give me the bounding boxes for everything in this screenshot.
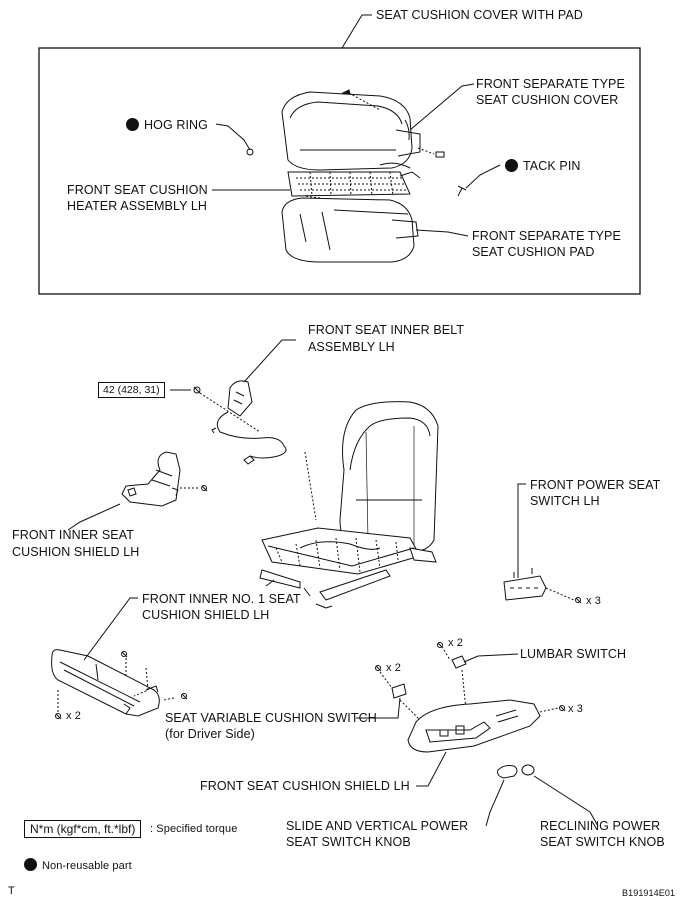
label-lumbar-switch: LUMBAR SWITCH — [520, 647, 627, 661]
seat-cushion-cover-shape — [281, 91, 421, 171]
heater-assembly-shape — [287, 162, 421, 197]
label-inner-no1-line1: FRONT INNER NO. 1 SEAT — [142, 592, 301, 606]
reclining-knob-shape — [521, 764, 535, 776]
label-slide-knob-line2: SEAT SWITCH KNOB — [286, 835, 411, 849]
label-variable-switch-line1: SEAT VARIABLE CUSHION SWITCH — [165, 711, 377, 725]
tack-pin-text: TACK PIN — [523, 159, 581, 173]
label-power-switch-line1: FRONT POWER SEAT — [530, 478, 661, 492]
corner-letter: T — [8, 885, 15, 897]
label-hog-ring: HOG RING — [126, 118, 208, 133]
label-power-switch-line2: SWITCH LH — [530, 494, 600, 508]
cushion-cover-frame — [38, 47, 641, 295]
label-reclining-knob-line2: SEAT SWITCH KNOB — [540, 835, 665, 849]
qty-variable: x 2 — [386, 662, 401, 674]
leader-lumbar — [463, 653, 519, 663]
qty-inner-no1: x 2 — [66, 710, 81, 722]
legend-torque-box: N*m (kgf*cm, ft.*lbf) — [24, 820, 142, 838]
label-cushion-shield: FRONT SEAT CUSHION SHIELD LH — [200, 779, 410, 793]
label-separate-cover-line2: SEAT CUSHION COVER — [476, 93, 619, 107]
shield-screw — [201, 485, 208, 492]
seat-cushion-pad-shape — [281, 197, 419, 263]
lumbar-screw — [437, 642, 444, 649]
leader-inner-no1 — [83, 597, 138, 661]
power-switch-screw — [575, 597, 582, 604]
leader-variable — [356, 697, 401, 719]
qty-power-switch: x 3 — [586, 595, 601, 607]
leader-inner-belt — [243, 339, 296, 383]
legend-nonreusable: Non-reusable part — [24, 858, 132, 874]
label-variable-switch-line2: (for Driver Side) — [165, 727, 255, 741]
leader-slide-knob — [485, 779, 505, 827]
non-reusable-icon — [126, 118, 139, 131]
leader-hog-ring — [215, 123, 251, 151]
seat-frame-shape — [259, 401, 439, 609]
label-separate-cover-line1: FRONT SEPARATE TYPE — [476, 77, 625, 91]
label-inner-no1-line2: CUSHION SHIELD LH — [142, 608, 270, 622]
inner-seat-cushion-shield-shape — [121, 451, 181, 507]
hog-ring-text: HOG RING — [144, 118, 208, 132]
no1-screw-top — [121, 651, 128, 658]
lumbar-switch-shape — [451, 655, 467, 669]
tack-pin-top — [341, 89, 351, 95]
label-heater-line2: HEATER ASSEMBLY LH — [67, 199, 208, 213]
legend-torque-text: : Specified torque — [150, 823, 238, 835]
qty-cushion-shield: x 3 — [568, 703, 583, 715]
slide-knob-shape — [497, 765, 518, 779]
leader-power-switch — [517, 483, 526, 578]
hog-ring-part — [246, 148, 254, 156]
leader-pad — [415, 229, 469, 237]
leader-cushion-shield — [416, 751, 447, 787]
variable-cushion-switch-shape — [391, 683, 407, 699]
variable-screw — [375, 665, 382, 672]
label-seat-cushion-cover-with-pad: SEAT CUSHION COVER WITH PAD — [376, 8, 583, 22]
label-inner-belt-line2: ASSEMBLY LH — [308, 340, 395, 354]
leader-inner-shield — [67, 503, 121, 531]
label-inner-shield-line1: FRONT INNER SEAT — [12, 528, 134, 542]
label-heater-line1: FRONT SEAT CUSHION — [67, 183, 208, 197]
tack-pin-right — [435, 151, 445, 158]
leader-tack-pin — [465, 164, 501, 189]
non-reusable-icon — [505, 159, 518, 172]
torque-spec-box: 42 (428, 31) — [98, 382, 165, 398]
no1-screw-right — [181, 693, 188, 700]
leader-cover — [409, 83, 475, 131]
inner-belt-shape — [211, 380, 287, 465]
power-seat-switch-shape — [503, 568, 547, 601]
label-inner-shield-line2: CUSHION SHIELD LH — [12, 545, 140, 559]
no1-screw-bottom — [55, 713, 62, 720]
qty-lumbar: x 2 — [448, 637, 463, 649]
label-slide-knob-line1: SLIDE AND VERTICAL POWER — [286, 819, 469, 833]
non-reusable-icon — [24, 858, 37, 871]
label-separate-pad-line1: FRONT SEPARATE TYPE — [472, 229, 621, 243]
tack-pin-loose — [457, 185, 467, 197]
legend-nonreusable-text: Non-reusable part — [42, 860, 132, 872]
inner-no1-shield-shape — [51, 649, 160, 717]
label-inner-belt-line1: FRONT SEAT INNER BELT — [308, 323, 465, 337]
belt-bolt — [193, 386, 201, 394]
cushion-shield-screw — [559, 705, 566, 712]
figure-code: B191914E01 — [622, 888, 676, 898]
label-separate-pad-line2: SEAT CUSHION PAD — [472, 245, 595, 259]
seat-cushion-shield-shape — [407, 699, 541, 753]
label-tack-pin: TACK PIN — [505, 159, 581, 174]
leader-reclining-knob — [533, 775, 599, 827]
leader-cover-title — [341, 14, 372, 49]
label-reclining-knob-line1: RECLINING POWER — [540, 819, 661, 833]
